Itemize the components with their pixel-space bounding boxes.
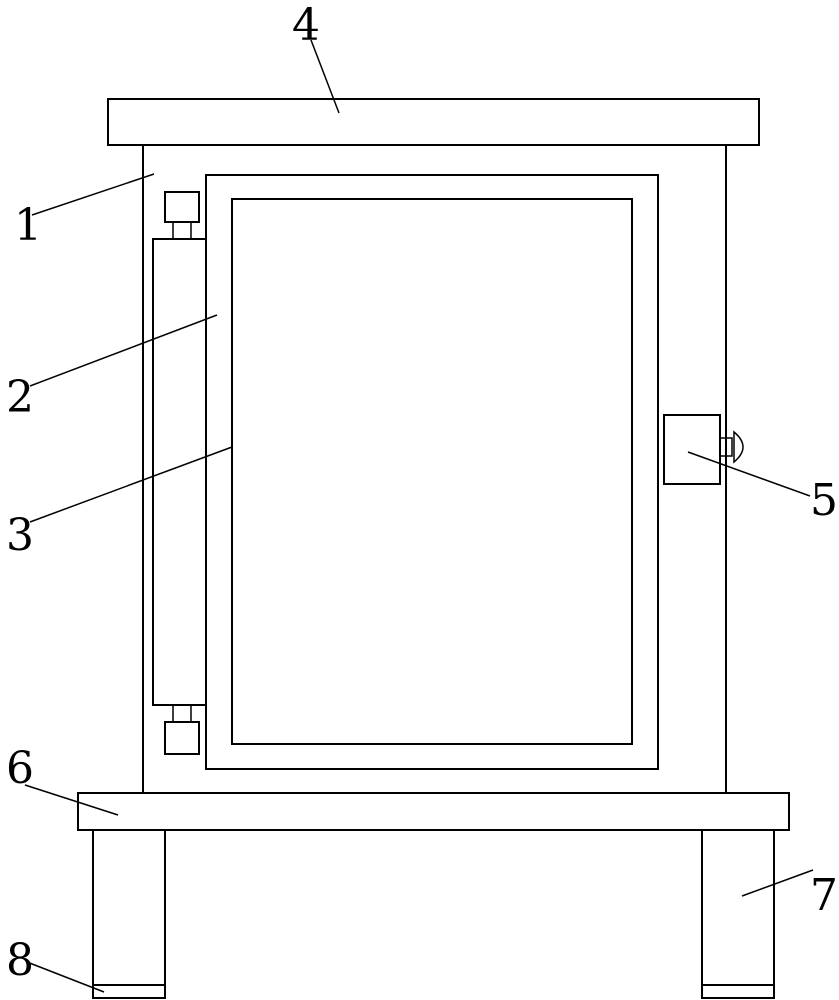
- leader-8: [26, 961, 105, 993]
- leader-6: [24, 784, 119, 816]
- left-foot-pad: [92, 984, 166, 999]
- base-plate: [77, 792, 790, 831]
- leader-5: [687, 451, 811, 497]
- hinge-bottom-block: [164, 721, 200, 755]
- lock-stem: [719, 437, 733, 457]
- label-1: 1: [14, 200, 42, 251]
- hinge-top-block: [164, 191, 200, 223]
- door-panel: [231, 198, 633, 745]
- door-frame: [205, 174, 659, 770]
- label-6: 6: [6, 743, 34, 794]
- leader-1: [31, 173, 155, 216]
- leader-3: [29, 446, 233, 523]
- label-8: 8: [6, 935, 34, 986]
- hinge-assembly: [152, 191, 207, 755]
- label-2: 2: [6, 372, 34, 423]
- door-lock: [663, 414, 744, 485]
- left-leg-body: [92, 829, 166, 986]
- leader-2: [29, 314, 218, 387]
- label-7: 7: [810, 870, 838, 921]
- leader-7: [741, 869, 814, 897]
- leader-4: [310, 39, 340, 114]
- lock-box: [663, 414, 721, 485]
- hinge-bottom-neck: [172, 704, 192, 723]
- label-3: 3: [6, 510, 34, 561]
- left-leg: [92, 829, 166, 999]
- right-leg-body: [701, 829, 775, 986]
- right-leg: [701, 829, 775, 999]
- right-foot-pad: [701, 984, 775, 999]
- hinge-rod: [152, 238, 207, 706]
- lock-knob: [733, 430, 744, 464]
- label-5: 5: [810, 475, 838, 526]
- top-plate: [107, 98, 760, 146]
- hinge-top-neck: [172, 221, 192, 240]
- label-4: 4: [292, 0, 320, 51]
- cabinet-body: [142, 144, 727, 794]
